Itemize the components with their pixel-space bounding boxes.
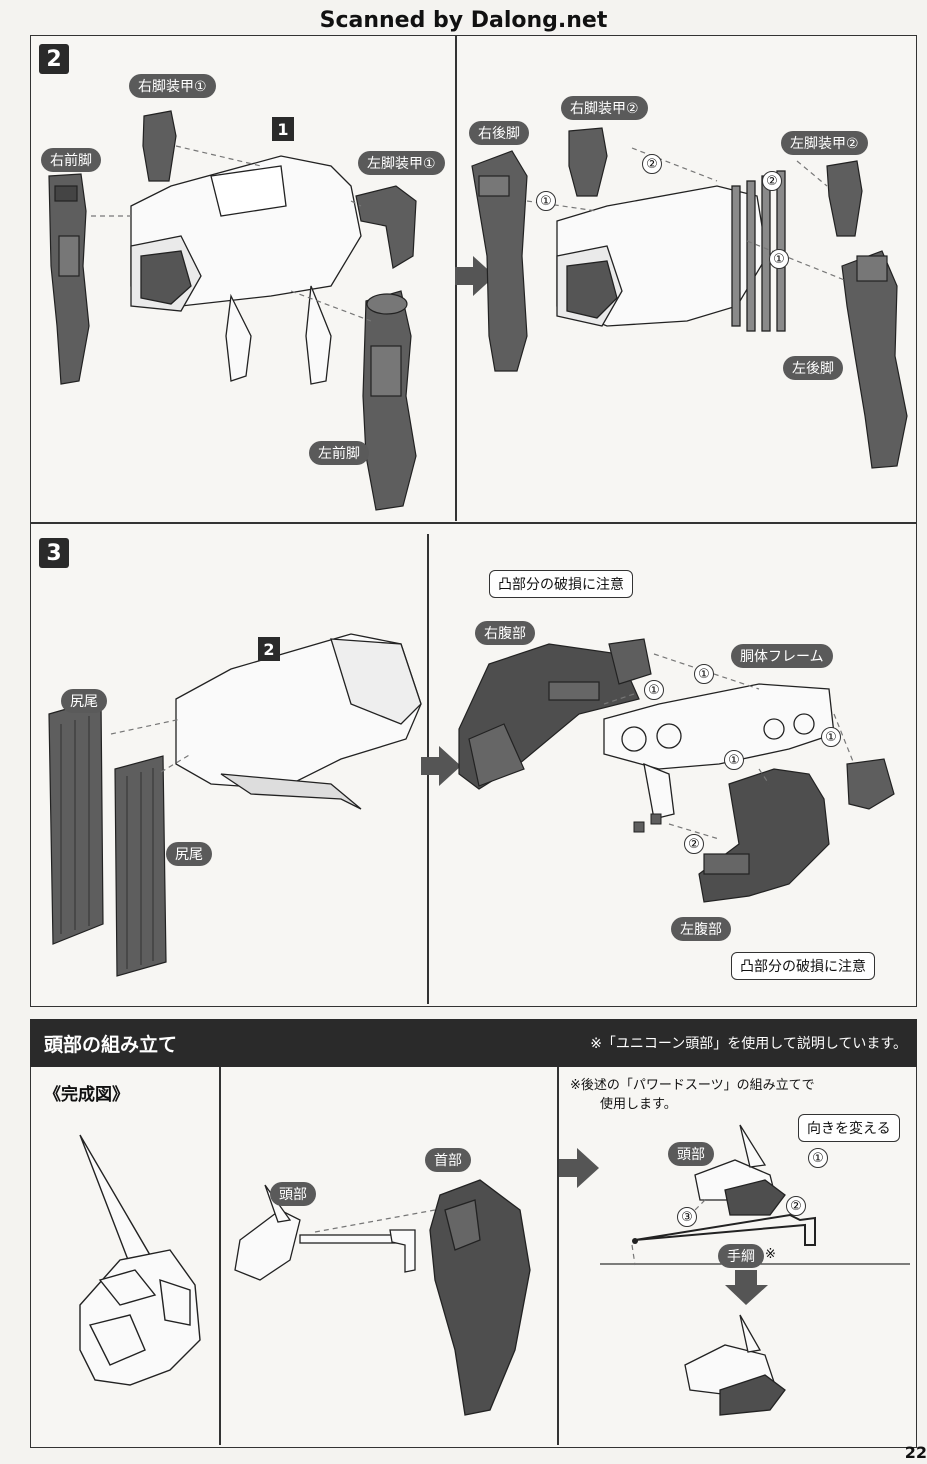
step-3-left-illustration: [48, 633, 422, 977]
step-circle: ②: [786, 1196, 806, 1216]
completed-head-illustration: [79, 1134, 201, 1386]
step-circle: ①: [724, 750, 744, 770]
step-circle: ①: [536, 191, 556, 211]
label-right-leg-armor-2: 右脚装甲②: [561, 96, 648, 120]
later-use-note: ※後述の「パワードスーツ」の組み立てで 使用します。: [570, 1076, 815, 1114]
head-turn-illustration: [600, 1124, 910, 1416]
step-circle: ③: [677, 1207, 697, 1227]
label-right-rear-leg: 右後脚: [469, 121, 529, 145]
step-number: 3: [39, 538, 69, 568]
step-2-right-illustration: [471, 127, 908, 469]
panel-divider: [219, 1067, 221, 1445]
callout-caution-top: 凸部分の破損に注意: [489, 570, 633, 598]
step-circle: ①: [769, 249, 789, 269]
step-circle: ①: [694, 664, 714, 684]
later-use-note-line1: ※後述の「パワードスーツ」の組み立てで: [570, 1078, 815, 1093]
step-circle: ①: [808, 1148, 828, 1168]
label-head: 頭部: [270, 1182, 316, 1206]
head-neck-illustration: [234, 1179, 531, 1416]
label-head-right: 頭部: [668, 1142, 714, 1166]
panel-divider: [557, 1067, 559, 1445]
label-body-frame: 胴体フレーム: [731, 644, 833, 668]
label-right-leg-armor-1: 右脚装甲①: [129, 74, 216, 98]
ref-badge: 1: [272, 117, 294, 141]
next-arrow: [421, 746, 461, 786]
section-header: 頭部の組み立て ※「ユニコーン頭部」を使用して説明しています。: [30, 1019, 917, 1067]
step-circle: ①: [644, 680, 664, 700]
later-use-note-line2: 使用します。: [600, 1097, 677, 1112]
section-title: 頭部の組み立て: [44, 1034, 178, 1056]
label-left-belly: 左腹部: [671, 917, 731, 941]
step-circle: ②: [642, 154, 662, 174]
label-left-leg-armor-2: 左脚装甲②: [781, 131, 868, 155]
label-right-belly: 右腹部: [475, 621, 535, 645]
label-reins: 手綱: [718, 1244, 764, 1268]
step-2-left-illustration: [48, 110, 417, 511]
step-circle: ②: [762, 171, 782, 191]
label-left-front-leg: 左前脚: [309, 441, 369, 465]
label-tail-top: 尻尾: [61, 689, 107, 713]
label-right-front-leg: 右前脚: [41, 148, 101, 172]
callout-turn: 向きを変える: [798, 1114, 900, 1142]
step-3-panel: 3 2 尻尾 尻尾: [30, 523, 917, 1007]
watermark: Scanned by Dalong.net: [319, 8, 608, 33]
step-circle: ②: [684, 834, 704, 854]
callout-caution-bottom: 凸部分の破損に注意: [731, 952, 875, 980]
label-neck: 首部: [425, 1148, 471, 1172]
step-3-right-illustration: [458, 638, 895, 903]
next-arrow: [559, 1148, 599, 1188]
label-tail-bottom: 尻尾: [166, 842, 212, 866]
step-2-panel: 2: [30, 35, 917, 523]
label-left-leg-armor-1: 左脚装甲①: [358, 151, 445, 175]
complete-title: 《完成図》: [44, 1085, 129, 1105]
section-note: ※「ユニコーン頭部」を使用して説明しています。: [590, 1036, 907, 1052]
ref-badge: 2: [258, 637, 280, 661]
step-number: 2: [39, 44, 69, 74]
reins-mark: ※: [765, 1247, 776, 1262]
step-circle: ①: [821, 727, 841, 747]
page-number: 22: [904, 1443, 927, 1462]
label-left-rear-leg: 左後脚: [783, 356, 843, 380]
